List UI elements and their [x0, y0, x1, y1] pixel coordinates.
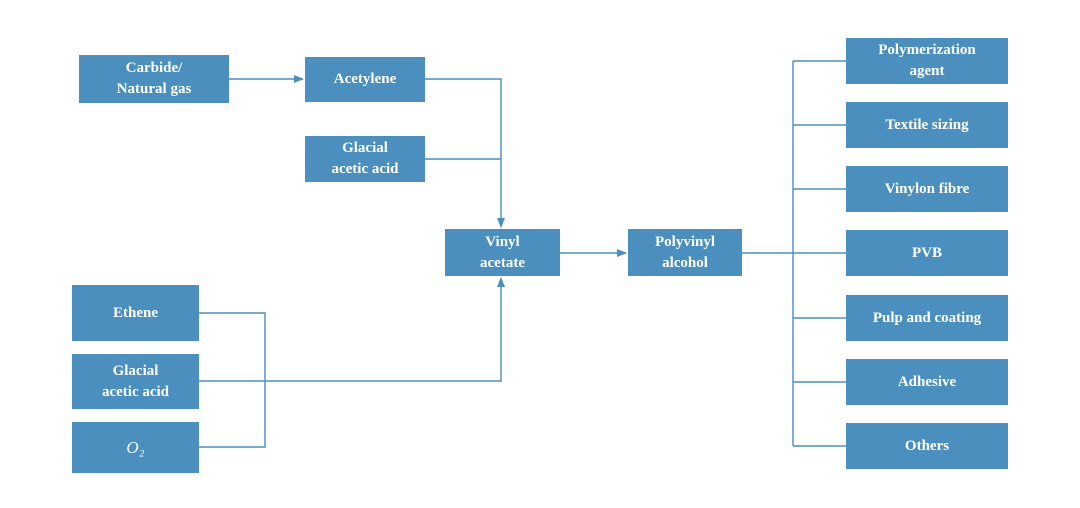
node-label: Polymerization [878, 42, 976, 58]
node-label: O₂ [126, 438, 145, 457]
node-label: Acetylene [333, 71, 397, 87]
node-polymerization-agent: Polymerization agent [846, 38, 1008, 84]
node-glacial-acetic-acid-top: Glacial acetic acid [305, 136, 425, 182]
node-adhesive: Adhesive [846, 359, 1008, 405]
node-label: Vinylon fibre [884, 180, 970, 197]
node-label: Carbide/ [125, 60, 183, 76]
node-carbide-natural-gas: Carbide/Natural gas [79, 55, 229, 103]
node-pulp-and-coating: Pulp and coating [846, 295, 1008, 341]
node-label: Vinyl [485, 233, 520, 250]
node-others: Others [846, 423, 1008, 469]
node-label: alcohol [662, 254, 708, 271]
node-acetylene: Acetylene [305, 57, 425, 102]
line-ethene-bus [199, 312, 266, 448]
node-label: Pulp and coating [872, 309, 982, 326]
node-label: acetic acid [331, 161, 399, 177]
node-label: Glacial [342, 140, 388, 156]
arrow-acetylene-to-vinyl-acetate [425, 78, 505, 228]
node-vinylon-fibre: Vinylon fibre [846, 166, 1008, 212]
node-label: acetate [480, 254, 525, 271]
node-label: Polyvinyl [654, 233, 715, 250]
node-label: Adhesive [897, 373, 957, 390]
node-label: Textile sizing [885, 116, 969, 133]
node-glacial-acetic-acid-bottom: Glacial acetic acid [72, 354, 199, 409]
node-label: Glacial [112, 362, 159, 379]
node-vinyl-acetate: Vinyl acetate [445, 229, 560, 276]
node-label: agent [909, 63, 945, 79]
node-label: acetic acid [101, 383, 170, 400]
node-ethene: Ethene [72, 285, 199, 341]
node-pvb: PVB [846, 230, 1008, 276]
node-o2: O₂ [72, 422, 199, 473]
node-textile-sizing: Textile sizing [846, 102, 1008, 148]
node-polyvinyl-alcohol: Polyvinyl alcohol [628, 229, 742, 276]
arrow-bottom-inputs-to-vinyl-acetate [265, 277, 505, 382]
node-label: Others [904, 437, 950, 454]
node-label: Ethene [113, 304, 158, 321]
node-label: PVB [912, 244, 942, 261]
node-label: Natural gas [116, 81, 192, 97]
